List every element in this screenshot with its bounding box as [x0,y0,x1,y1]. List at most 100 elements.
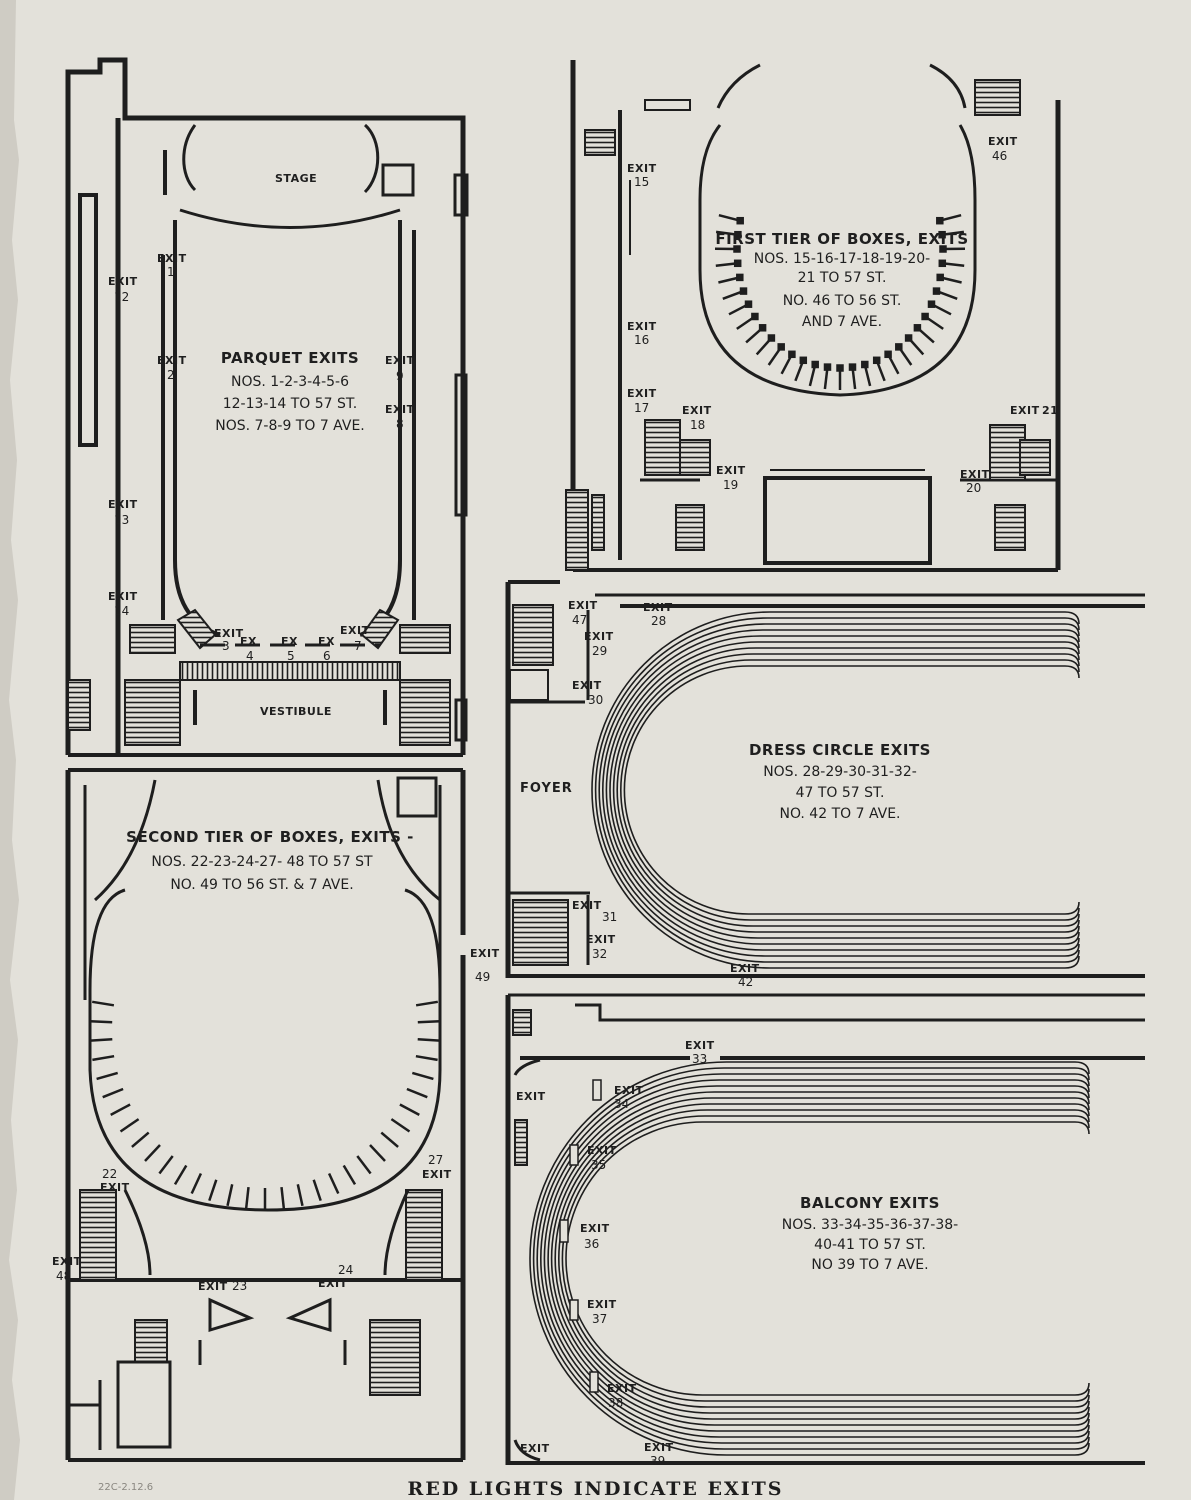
seating-row [594,617,1080,963]
exit-label: EXIT [587,1298,617,1311]
box-partition [110,1103,131,1117]
box-partition [936,273,944,282]
seating-row [532,1067,1090,1450]
exit-label: EXIT [572,899,602,912]
exit-number: 29 [592,644,607,658]
exit-label: EXIT [108,275,138,288]
box-partition [415,1000,438,1007]
exit-number: 9 [396,369,404,383]
balcony-exit-lamps [559,1079,602,1393]
box-partition [733,245,741,253]
exit-label: EXIT [385,403,415,416]
box-partition [415,1054,438,1062]
exit-label: EXIT [520,1442,550,1455]
second-tier-exit-markers: 22 EXIT 27 EXIT EXIT 48 EXIT 23 EXIT 24 … [52,947,499,1293]
box-partition [411,1071,434,1081]
seating-row [554,1103,1090,1414]
box-partition [356,1155,372,1175]
box-partition [390,1118,411,1133]
box-partition [92,1000,115,1007]
parquet-line-3: NOS. 7-8-9 TO 7 AVE. [215,418,365,434]
exit-label: EXIT [614,1084,644,1097]
second-tier-title: SECOND TIER OF BOXES, EXITS - [126,828,414,846]
exit-label: EXIT [1010,404,1040,417]
parquet-title: PARQUET EXITS [221,349,359,367]
exit-number: 47 [572,613,587,627]
exit-label: EXIT [627,162,657,175]
exit-number: 1 [167,265,175,279]
box-partition [861,360,869,369]
box-partition [158,1155,174,1175]
box-partition [96,1071,119,1081]
vestibule-label: VESTIBULE [260,705,332,718]
seating-row [602,629,1080,951]
exit-label: EXIT [198,1280,228,1293]
exit-number: 34 [614,1097,629,1111]
exit-number: 2 [167,368,175,382]
exit-number: 15 [634,175,649,189]
box-partition [884,350,892,359]
box-partition [90,1038,113,1042]
balcony-exit-markers: EXIT 33 EXIT EXIT 34 EXIT 35 EXIT 36 EXI… [516,1039,714,1468]
box-partition [799,356,808,365]
box-partition [406,1087,428,1099]
exit-number: 31 [602,910,617,924]
seating-row [620,659,1080,921]
seating-row [529,1061,1090,1456]
exit-number: 46 [992,149,1007,163]
exit-number: 3 [222,639,230,653]
box-partition [936,216,944,225]
exit-number: 7 [354,639,362,653]
exit-number: 36 [584,1237,599,1251]
box-partition [823,363,832,371]
box-partition [736,216,744,225]
exit-number: 6 [323,649,331,663]
seating-row [540,1079,1090,1438]
box-partition [208,1179,218,1201]
box-partition [777,343,785,351]
parquet-exit-markers: EXIT 1 EXIT 2 EXIT 12 EXIT 13 EXIT 14 EX… [108,252,415,663]
exit-number: 42 [738,975,753,989]
exit-number: 28 [651,614,666,628]
box-partition [932,287,941,295]
exit-label: EXIT [644,1441,674,1454]
exit-number: 12 [114,290,129,304]
exit-label: EXIT [682,404,712,417]
exit-label: EXIT [52,1255,82,1268]
box-partition [836,364,844,372]
box-partition [102,1087,124,1099]
box-partition [119,1118,140,1133]
box-partition [811,360,819,369]
exit-number: 5 [287,649,295,663]
exit-label: EXIT [627,387,657,400]
exit-lights-caption: RED LIGHTS INDICATE EXITS [407,1478,784,1500]
exit-label: EXIT [572,679,602,692]
exit-number: 18 [690,418,705,432]
parquet-line-2: 12-13-14 TO 57 ST. [223,396,358,412]
parquet-plan [65,57,469,757]
box-partition [938,259,947,268]
exit-label: EXIT [157,354,187,367]
balcony-title: BALCONY EXITS [800,1194,940,1212]
first-tier-plan [565,60,1061,572]
box-partition [758,324,767,332]
parquet-line-1: NOS. 1-2-3-4-5-6 [231,374,349,390]
first-tier-title: FIRST TIER OF BOXES, EXITS [715,230,968,248]
balcony-line-1: NOS. 33-34-35-36-37-38- [782,1217,958,1233]
ex-label: EX [281,635,298,648]
exit-label: EXIT [516,1090,546,1103]
seating-row [550,1097,1090,1420]
dress-circle-line-1: NOS. 28-29-30-31-32- [763,764,917,780]
exit-label: EXIT [108,498,138,511]
exit-label: EXIT [385,354,415,367]
second-tier-line-2: NO. 49 TO 56 ST. & 7 AVE. [170,877,353,893]
exit-number: 48 [56,1269,71,1283]
dress-circle-line-2: 47 TO 57 ST. [796,785,885,801]
exit-number: 4 [246,649,254,663]
box-partition [921,312,929,321]
box-partition [872,356,881,365]
dress-circle-rows [591,611,1080,969]
exit-label: EXIT [627,320,657,333]
balcony-plan [505,993,1145,1465]
exit-number: 22 [102,1167,117,1181]
